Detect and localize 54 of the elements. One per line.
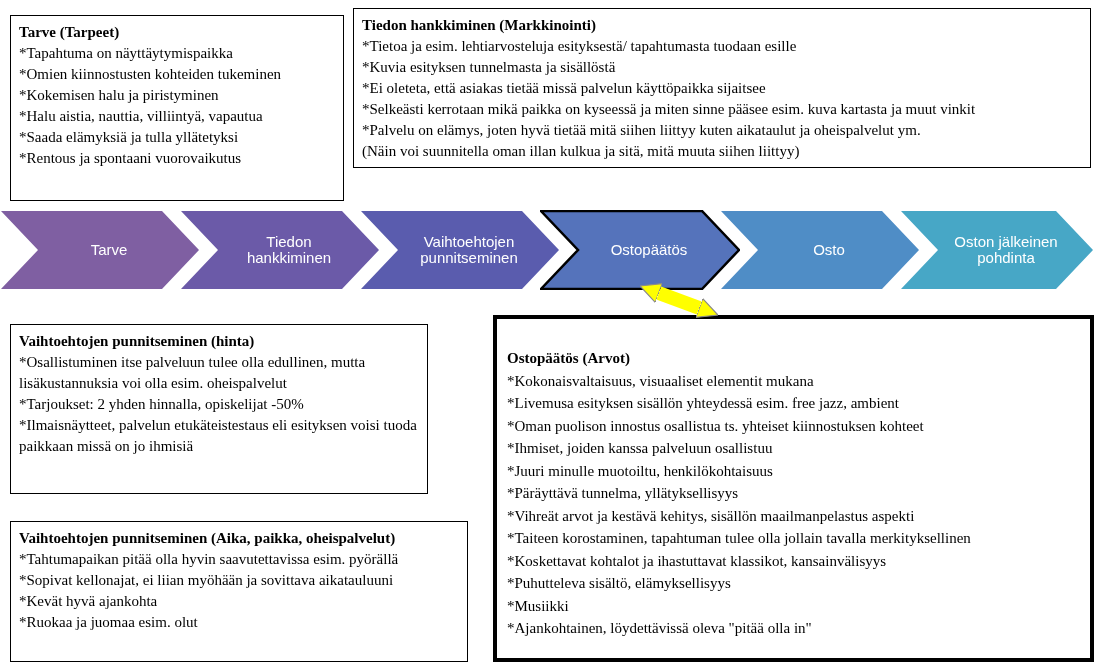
process-step (900, 210, 1094, 290)
bullet-text: *Rentous ja spontaani vuorovaikutus (19, 149, 243, 168)
bullet-text: *Omien kiinnostusten kohteiden tukeminen (19, 65, 283, 84)
box-heading: Tiedon hankkiminen (Markkinointi) (362, 16, 597, 35)
bullet-text: *Oman puolison innostus osallistua ts. yhteiset kiinnostuksen kohteet (507, 416, 925, 436)
process-step (0, 210, 200, 290)
bullet-text: *Kokemisen halu ja piristyminen (19, 86, 220, 105)
bullet-text: *Selkeästi kerrotaan mikä paikka on kyseessä ja miten sinne pääsee esim. kuva kartasta ja muut vinkit (362, 100, 977, 119)
process-step (540, 210, 740, 290)
text-box (10, 521, 468, 662)
process-step (720, 210, 920, 290)
step-label: Vaihtoehtojen punnitseminen (419, 234, 519, 266)
box-heading: Tarve (Tarpeet) (19, 23, 121, 42)
bullet-text: *Tahtumapaikan pitää olla hyvin saavutettavissa esim. pyörällä (19, 550, 400, 569)
bullet-text: *Ihmiset, joiden kanssa palveluun osallistuu (507, 439, 774, 458)
text-box (10, 15, 344, 201)
bullet-text: *Puhutteleva sisältö, elämyksellisyys (507, 574, 732, 593)
text-box (10, 324, 428, 494)
step-label: Osto (813, 242, 845, 258)
process-step (360, 210, 560, 290)
bullet-text: *Sopivat kellonajat, ei liian myöhään ja sovittava aikatauluuni (19, 571, 395, 590)
double-arrow (639, 283, 719, 318)
bullet-text: *Kevät hyvä ajankohta (19, 592, 159, 611)
bullet-text: *Ei oleteta, että asiakas tietää missä palvelun käyttöpaikka sijaitsee (362, 79, 767, 98)
bullet-text: *Ajankohtainen, löydettävissä oleva "pitää olla in" (507, 619, 813, 638)
box-heading: Ostopäätös (Arvot) (507, 349, 631, 368)
step-label: Oston jälkeinen pohdinta (953, 234, 1059, 266)
step-label: Tiedon hankkiminen (245, 234, 333, 266)
bullet-text: *Ruokaa ja juomaa esim. olut (19, 613, 199, 632)
bullet-text: *Tapahtuma on näyttäytymispaikka (19, 44, 234, 63)
bullet-text: *Halu aistia, nauttia, villiintyä, vapautua (19, 107, 264, 126)
bullet-text: *Musiikki (507, 596, 570, 616)
bullet-text: *Vihreät arvot ja kestävä kehitys, sisällön maailmanpelastus aspekti (507, 506, 916, 526)
bullet-text: *Päräyttävä tunnelma, yllätyksellisyys (507, 484, 740, 503)
process-step (180, 210, 380, 290)
step-label: Ostopäätös (610, 242, 688, 258)
bullet-text: *Kokonaisvaltaisuus, visuaaliset elementit mukana (507, 371, 815, 391)
bullet-text: *Ilmaisnäytteet, palvelun etukäteistestaus eli esityksen voisi tuoda paikkaan missä on jo ihmisiä (19, 416, 418, 456)
bullet-text: *Juuri minulle muotoiltu, henkilökohtaisuus (507, 461, 774, 481)
bullet-text: *Saada elämyksiä ja tulla yllätetyksi (19, 128, 240, 147)
box-heading: Vaihtoehtojen punnitseminen (Aika, paikka, oheispalvelut) (19, 529, 397, 548)
bullet-text: *Livemusa esityksen sisällön yhteydessä esim. free jazz, ambient (507, 394, 900, 413)
bullet-text: *Koskettavat kohtalot ja ihastuttavat klassikot, kansainvälisyys (507, 551, 888, 571)
text-box (493, 315, 1094, 662)
bullet-text: *Palvelu on elämys, joten hyvä tietää mitä siihen liittyy kuten aikataulut ja oheispalvelut ym. (362, 121, 922, 140)
bullet-text: *Tarjoukset: 2 yhden hinnalla, opiskelijat -50% (19, 395, 305, 414)
step-label: Tarve (90, 242, 128, 258)
bullet-text: *Taiteen korostaminen, tapahtuman tulee olla jollain tavalla merkityksellinen (507, 529, 972, 548)
bullet-text: (Näin voi suunnitella oman illan kulkua ja sitä, mitä muuta siihen liittyy) (362, 142, 801, 161)
bullet-text: *Kuvia esityksen tunnelmasta ja sisällöstä (362, 58, 617, 77)
text-box (353, 8, 1091, 168)
bullet-text: *Osallistuminen itse palveluun tulee olla edullinen, mutta lisäkustannuksia voi olla esim. oheispalvelut (19, 353, 367, 393)
bullet-text: *Tietoa ja esim. lehtiarvosteluja esityksestä/ tapahtumasta tuodaan esille (362, 37, 798, 56)
box-heading: Vaihtoehtojen punnitseminen (hinta) (19, 332, 256, 351)
